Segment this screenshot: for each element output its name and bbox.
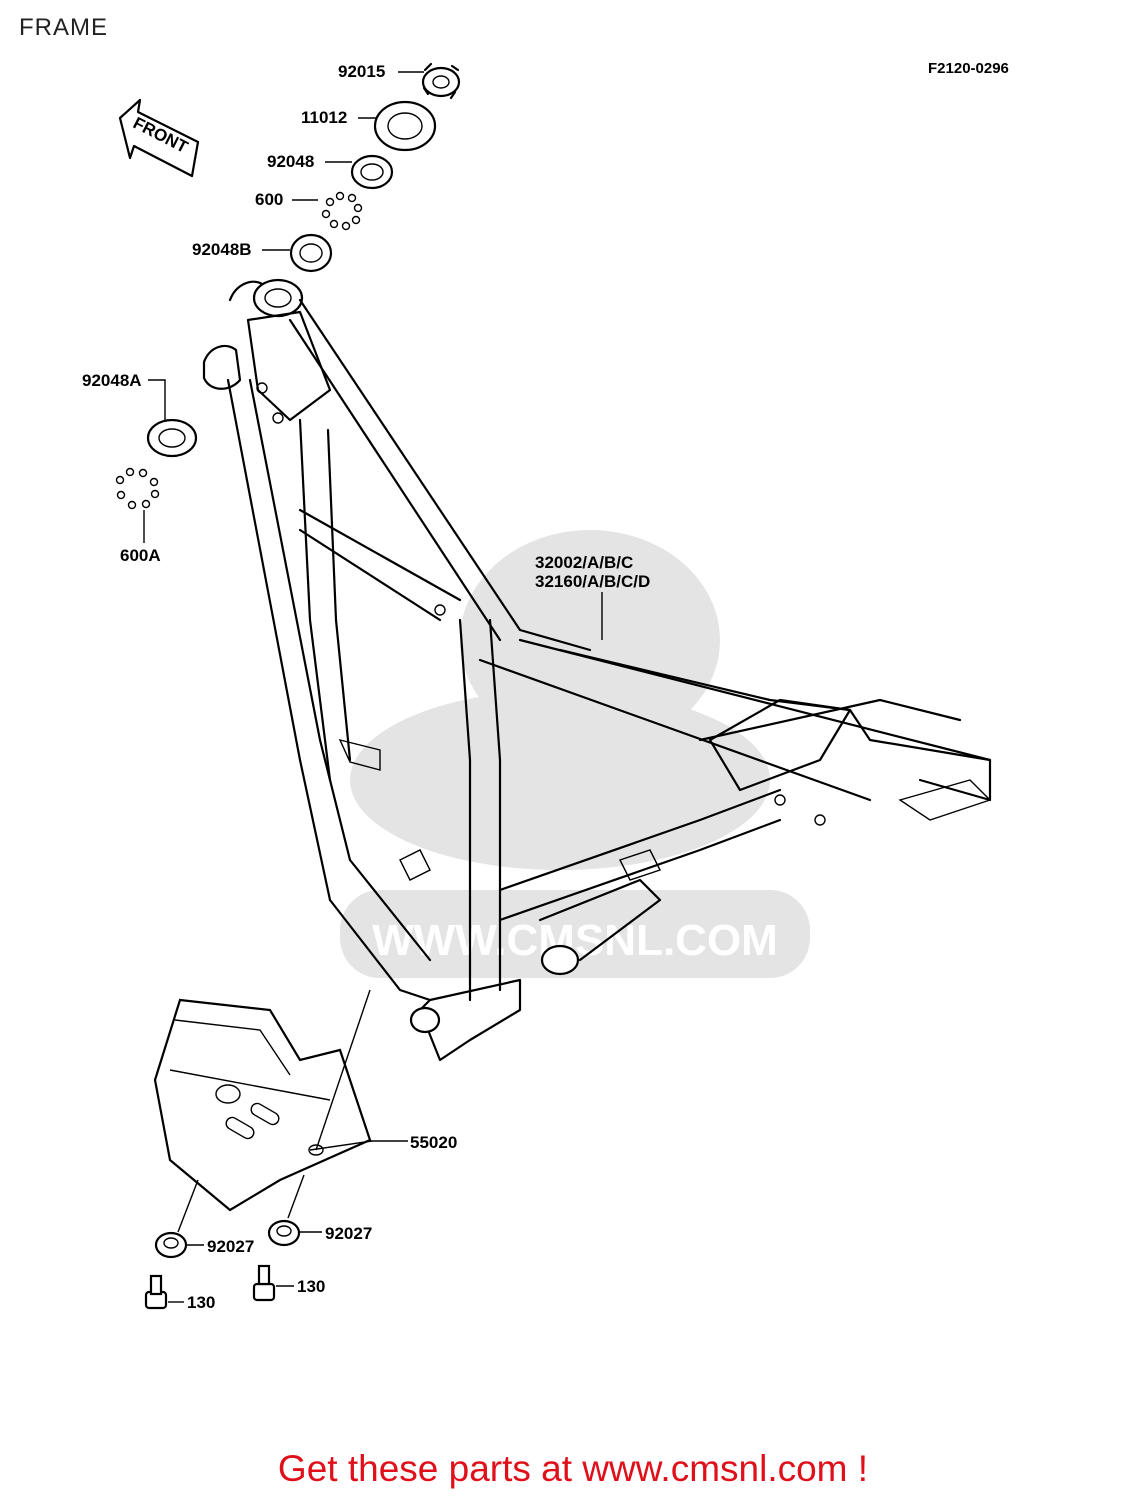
- diagram-code: F2120-0296: [928, 60, 1009, 77]
- bearing-seal-11012: [373, 100, 437, 152]
- bearing-race-92048b: [289, 233, 333, 273]
- steel-balls-600: [321, 191, 363, 231]
- front-arrow-label: FRONT: [130, 113, 191, 157]
- bearing-race-92048a: [146, 418, 198, 458]
- callout-92015: 92015: [338, 62, 386, 81]
- callout-55020: 55020: [410, 1133, 458, 1152]
- callout-92048b: 92048B: [192, 240, 252, 259]
- bearing-race-92048: [350, 154, 394, 190]
- callout-11012: 11012: [301, 108, 348, 127]
- nut-92027-left: [154, 1231, 188, 1259]
- callout-600a: 600A: [120, 546, 161, 565]
- callout-32160: 32160/A/B/C/D: [535, 572, 651, 591]
- nut-92027-right: [267, 1219, 301, 1247]
- callout-92027-left: 92027: [207, 1237, 255, 1256]
- watermark-logo: WWW.CMSNL.COM: [340, 530, 810, 978]
- skid-plate-55020: [153, 998, 372, 1212]
- callout-32002: 32002/A/B/C: [535, 553, 634, 572]
- steering-stem-nut: [421, 62, 461, 100]
- callout-130-left: 130: [187, 1293, 216, 1312]
- bolt-130-left: [144, 1274, 168, 1310]
- callout-92048a: 92048A: [82, 371, 142, 390]
- page-title: FRAME: [19, 14, 108, 41]
- frame-body: [202, 278, 992, 1062]
- callout-600: 600: [255, 190, 284, 209]
- steel-balls-600a: [115, 467, 160, 510]
- footer-shop-link[interactable]: Get these parts at www.cmsnl.com !: [277, 1448, 869, 1489]
- callout-130-right: 130: [297, 1277, 326, 1296]
- bolt-130-right: [252, 1264, 276, 1302]
- callout-92027-right: 92027: [325, 1224, 373, 1243]
- callout-92048: 92048: [267, 152, 315, 171]
- front-arrow-icon: FRONT: [118, 98, 200, 178]
- leader-lines: [143, 71, 603, 1303]
